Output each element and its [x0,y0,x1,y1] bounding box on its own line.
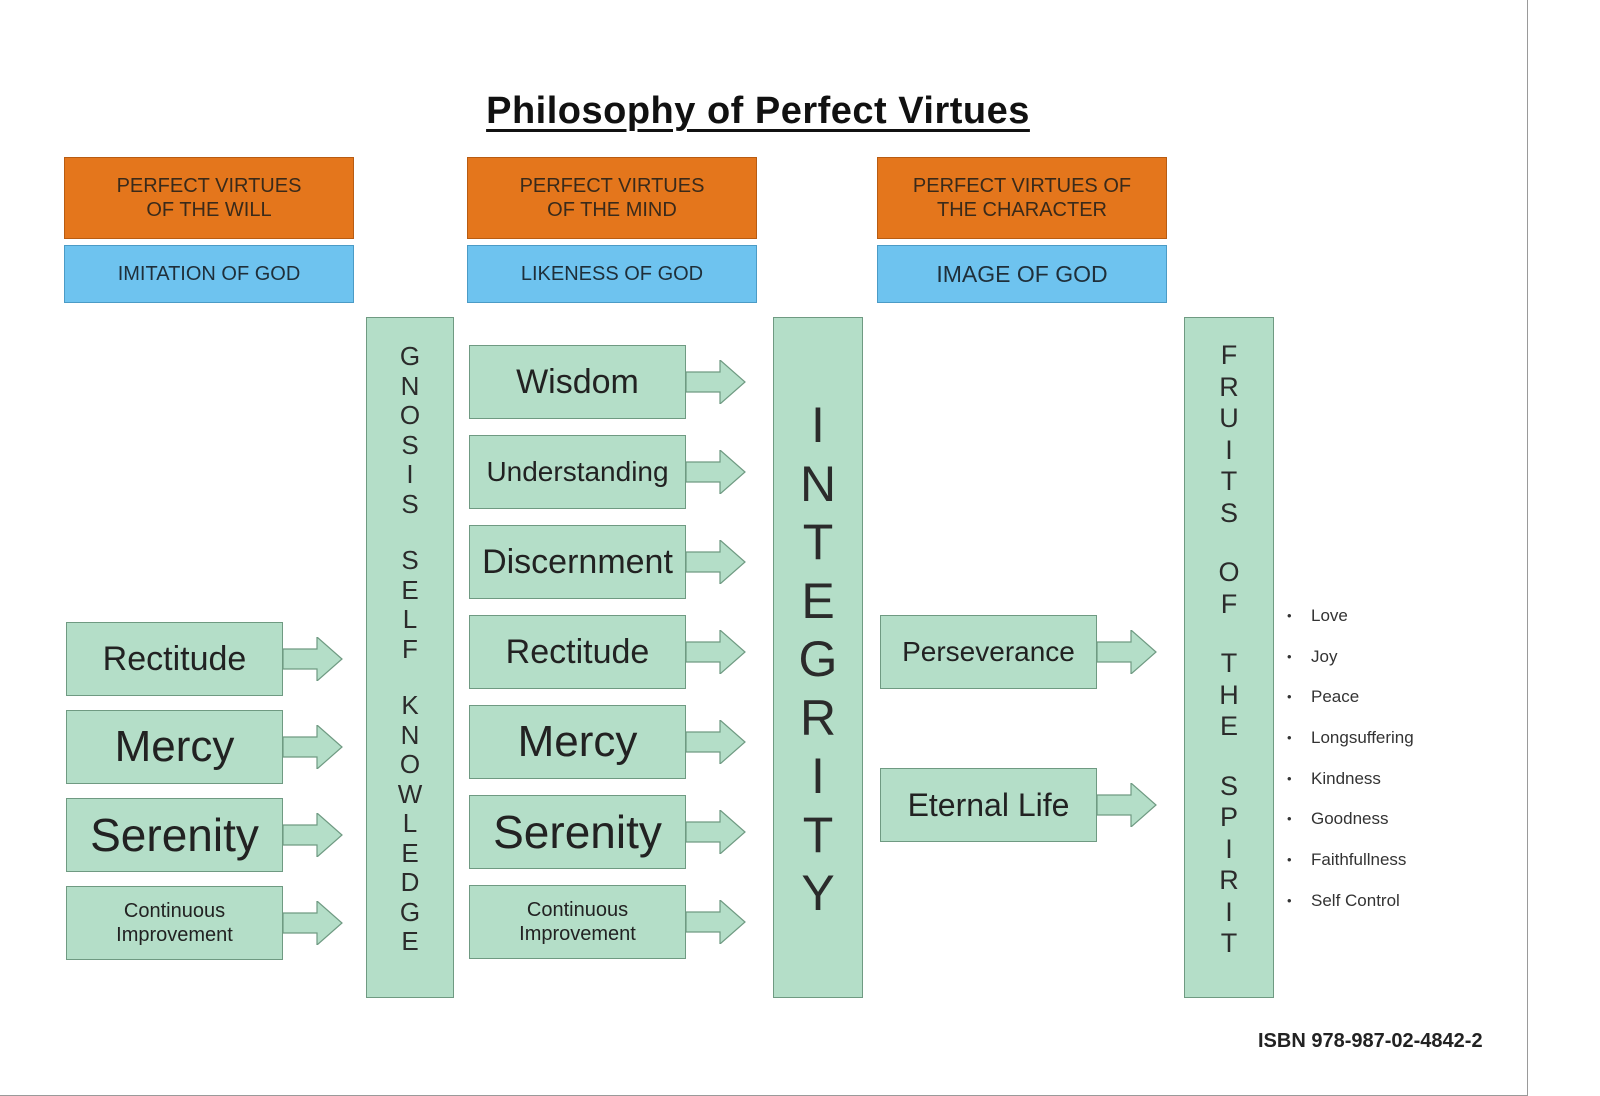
header-will-label: PERFECT VIRTUES OF THE WILL [116,175,302,221]
mind-virtue-box: Serenity [469,795,686,869]
arrow-right-icon [283,813,343,857]
arrow-right-icon [686,360,746,404]
character-virtue-box: Perseverance [880,615,1097,689]
character-virtue-box: Eternal Life [880,768,1097,842]
fruit-list-item: Kindness [1285,768,1414,809]
will-virtue-box: Continuous Improvement [66,886,283,960]
fruit-list-item: Love [1285,605,1414,646]
mind-virtue-box: Wisdom [469,345,686,419]
fruit-list-item: Joy [1285,646,1414,687]
arrow-right-icon [283,725,343,769]
mind-virtue-box: Continuous Improvement [469,885,686,959]
mind-virtue-box: Discernment [469,525,686,599]
subheader-character-label: IMAGE OF GOD [936,260,1108,287]
arrow-right-icon [283,637,343,681]
mind-virtue-box: Understanding [469,435,686,509]
arrow-right-icon [283,901,343,945]
mind-virtue-box: Mercy [469,705,686,779]
subheader-mind-label: LIKENESS OF GOD [520,262,704,285]
fruit-list-item: Longsuffering [1285,727,1414,768]
subheader-will-label: IMITATION OF GOD [117,262,301,285]
arrow-right-icon [686,450,746,494]
header-mind: PERFECT VIRTUES OF THE MIND [467,157,757,239]
arrow-right-icon [686,900,746,944]
header-character: PERFECT VIRTUES OF THE CHARACTER [877,157,1167,239]
will-virtue-box: Serenity [66,798,283,872]
fruit-list-item: Faithfullness [1285,849,1414,890]
fruit-list-item: Goodness [1285,808,1414,849]
frame-right-edge [1527,0,1528,1096]
arrow-right-icon [686,720,746,764]
diagram-title: Philosophy of Perfect Virtues [486,90,1030,132]
header-mind-label: PERFECT VIRTUES OF THE MIND [519,175,705,221]
header-character-label: PERFECT VIRTUES OF THE CHARACTER [912,175,1132,221]
will-virtue-box: Rectitude [66,622,283,696]
arrow-right-icon [1097,630,1157,674]
isbn-label: ISBN 978-987-02-4842-2 [1258,1030,1483,1052]
header-will: PERFECT VIRTUES OF THE WILL [64,157,354,239]
arrow-right-icon [686,540,746,584]
arrow-right-icon [686,810,746,854]
fruit-list-item: Peace [1285,686,1414,727]
subheader-will: IMITATION OF GOD [64,245,354,303]
subheader-mind: LIKENESS OF GOD [467,245,757,303]
arrow-right-icon [1097,783,1157,827]
fruit-list-item: Self Control [1285,890,1414,931]
will-virtue-box: Mercy [66,710,283,784]
arrow-right-icon [686,630,746,674]
fruits-of-spirit-list: Love Joy Peace Longsuffering Kindness Go… [1285,605,1414,931]
mind-virtue-box: Rectitude [469,615,686,689]
subheader-character: IMAGE OF GOD [877,245,1167,303]
